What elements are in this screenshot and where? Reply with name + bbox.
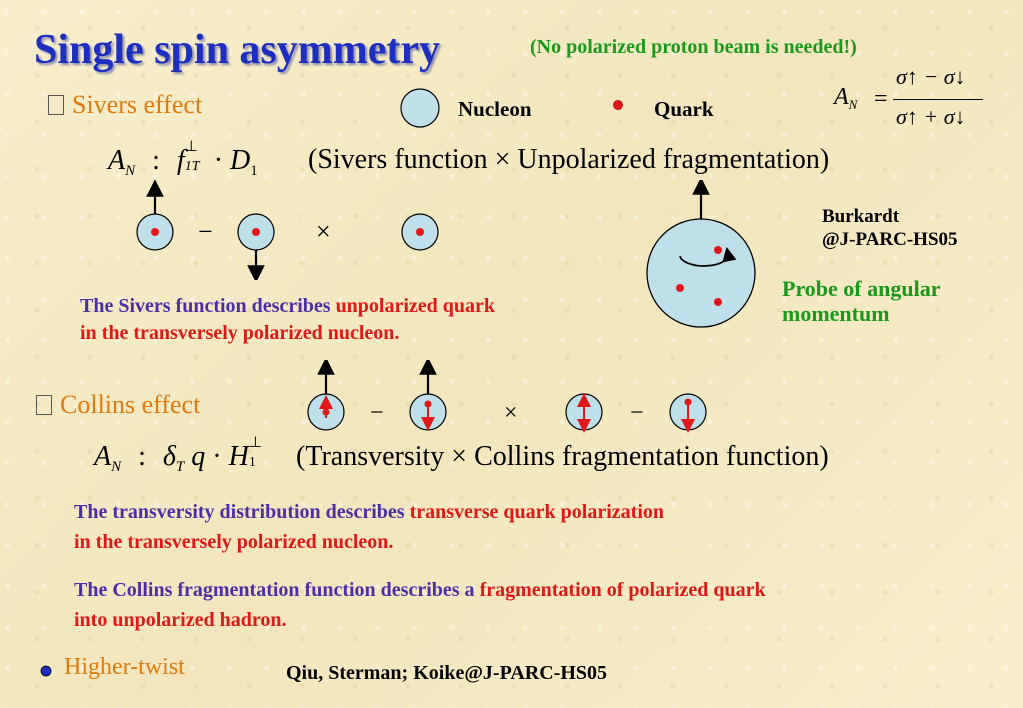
sivers-explanation: The Sivers function describes unpolarize… — [80, 295, 496, 344]
an-numerator: σ↑ − σ↓ — [896, 64, 966, 89]
nucleon-legend-label: Nucleon — [458, 97, 532, 121]
collins-description: (Transversity × Collins fragmentation fu… — [296, 441, 829, 472]
quark-legend-icon — [613, 100, 623, 110]
sivers-description: (Sivers function × Unpolarized fragmenta… — [308, 144, 830, 175]
fraction-bar — [893, 99, 983, 100]
an-denominator: σ↑ + σ↓ — [896, 104, 966, 129]
higher-twist-heading: Higher-twist — [64, 654, 185, 680]
probe-angular-momentum: Probe of angular momentum — [782, 276, 941, 326]
an-formula: AN — [834, 84, 858, 112]
nucleon-legend-icon — [400, 88, 440, 128]
collins-diagram: − × − — [307, 360, 707, 433]
no-beam-note: (No polarized proton beam is needed!) — [530, 36, 857, 58]
collins-up — [565, 393, 603, 433]
nucleon-spin-up — [136, 180, 174, 251]
higher-twist-reference: Qiu, Sterman; Koike@J-PARC-HS05 — [286, 662, 607, 684]
collins-down — [669, 393, 707, 433]
nucleon-spin-down — [237, 213, 275, 280]
bullet-icon — [48, 95, 64, 115]
minus-sign: − — [370, 400, 384, 426]
angular-momentum-diagram — [646, 180, 756, 328]
times-sign: × — [504, 400, 518, 426]
unpolarized-fragmentation — [401, 213, 439, 251]
transversity-up-down — [409, 360, 447, 431]
sivers-heading: Sivers effect — [48, 90, 202, 120]
quark-legend-label: Quark — [654, 97, 714, 121]
sivers-diagram: − × — [136, 180, 439, 280]
minus-sign: − — [198, 217, 213, 246]
times-sign: × — [316, 217, 331, 246]
collins-formula: AN : δT q · H⊥1 — [94, 435, 262, 475]
an-equals: = — [874, 86, 888, 112]
transversity-up-up — [307, 360, 345, 431]
collins-fragmentation-explanation: The Collins fragmentation function descr… — [74, 579, 766, 631]
collins-heading: Collins effect — [36, 390, 200, 420]
sivers-formula: AN : f⊥1T · D1 — [108, 139, 258, 179]
bullet-dot-icon — [40, 665, 52, 677]
bullet-icon — [36, 395, 52, 415]
minus-sign: − — [630, 400, 644, 426]
slide-title: Single spin asymmetry — [34, 27, 441, 73]
burkardt-reference: Burkardt @J-PARC-HS05 — [822, 206, 958, 250]
transversity-explanation: The transversity distribution describes … — [74, 501, 664, 553]
